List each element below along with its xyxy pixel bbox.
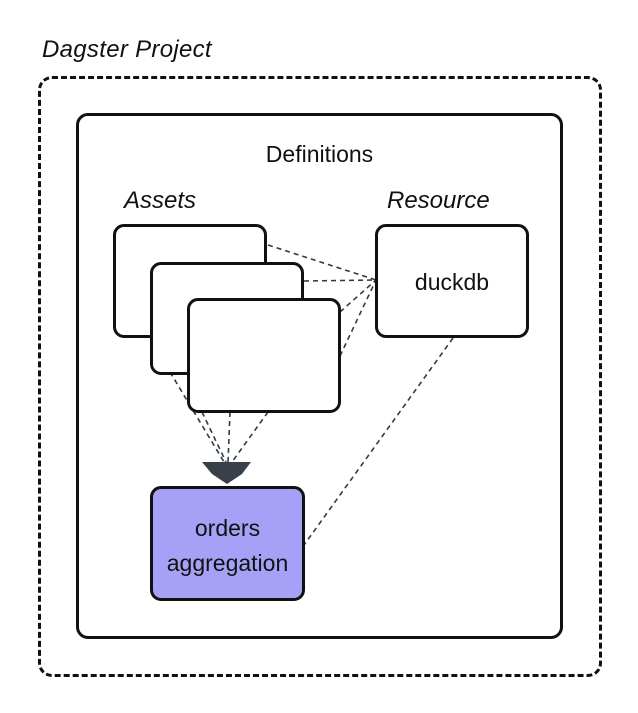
- orders-aggregation-line-1: orders: [194, 515, 261, 541]
- project-boundary: [38, 76, 602, 677]
- orders-aggregation-line-2: aggregation: [166, 550, 289, 576]
- resource-label: Resource: [387, 187, 490, 214]
- duckdb-resource[interactable]: duckdb: [375, 224, 529, 338]
- definitions-title: Definitions: [265, 141, 374, 167]
- orders-aggregation[interactable]: orders aggregation: [150, 486, 305, 601]
- assets-label: Assets: [124, 187, 197, 214]
- asset-card-3[interactable]: [187, 298, 341, 413]
- duckdb-label: duckdb: [414, 269, 490, 295]
- project-title: Dagster Project: [42, 36, 212, 63]
